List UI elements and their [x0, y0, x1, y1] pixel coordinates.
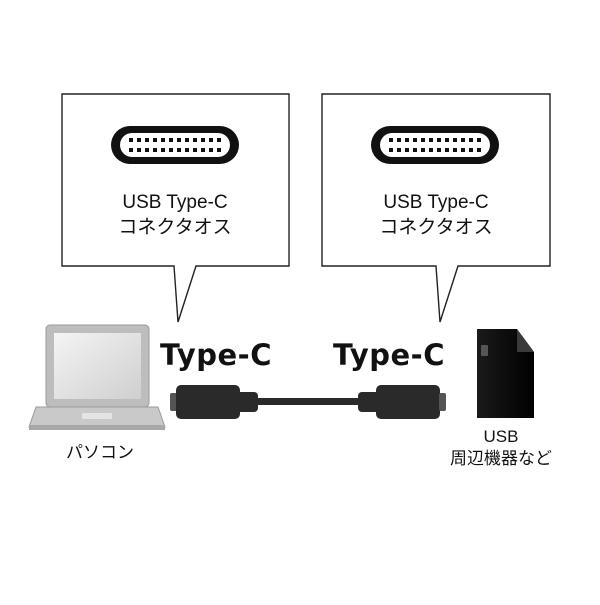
connector-pin	[153, 138, 157, 142]
connector-pin	[429, 138, 433, 142]
peripheral-line1: USB	[483, 427, 519, 446]
peripheral-label: USB 周辺機器など	[432, 426, 570, 470]
callout-line1: USB Type-C	[383, 192, 489, 213]
connector-pin	[429, 148, 433, 152]
connector-pin	[477, 138, 481, 142]
connector-pin	[421, 138, 425, 142]
connector-pin	[445, 138, 449, 142]
connector-pin	[129, 138, 133, 142]
connector-pin	[177, 138, 181, 142]
connector-pin	[209, 138, 213, 142]
connector-pin	[453, 148, 457, 152]
laptop-label: パソコン	[66, 443, 134, 462]
laptop-icon	[28, 324, 166, 430]
connector-pin	[169, 148, 173, 152]
connector-pin	[185, 138, 189, 142]
connector-pin	[405, 148, 409, 152]
connector-pin	[389, 148, 393, 152]
connector-pin	[145, 148, 149, 152]
connector-pin	[477, 148, 481, 152]
connector-pin	[397, 148, 401, 152]
connector-pin	[201, 148, 205, 152]
connector-pin	[405, 138, 409, 142]
connector-pin	[397, 138, 401, 142]
callout-text-left: USB Type-C コネクタオス	[61, 190, 289, 240]
usb-c-cable	[170, 385, 446, 419]
connector-pin	[217, 138, 221, 142]
connector-pin	[389, 138, 393, 142]
connector-pin	[461, 138, 465, 142]
connector-pin	[413, 148, 417, 152]
connector-pin	[209, 148, 213, 152]
connector-pin	[421, 148, 425, 152]
connector-pin	[461, 148, 465, 152]
callout-line1: USB Type-C	[122, 192, 228, 213]
callout-line2: コネクタオス	[379, 217, 493, 238]
usb-c-connector-icon	[371, 126, 499, 164]
connector-pin	[469, 148, 473, 152]
connector-pin	[193, 138, 197, 142]
connector-pin	[469, 138, 473, 142]
cable-right-label: Type-C	[333, 338, 445, 372]
connector-pin	[437, 138, 441, 142]
usb-c-connector-icon	[111, 126, 239, 164]
connector-pin	[185, 148, 189, 152]
callout-text-right: USB Type-C コネクタオス	[322, 190, 550, 240]
connector-pin	[137, 138, 141, 142]
connector-pin	[201, 138, 205, 142]
cable-left-label: Type-C	[160, 338, 272, 372]
connector-pin	[177, 148, 181, 152]
connector-pin	[193, 148, 197, 152]
callout-line2: コネクタオス	[118, 217, 232, 238]
connector-pin	[169, 138, 173, 142]
connector-pin	[161, 138, 165, 142]
connector-pin	[217, 148, 221, 152]
connector-pin	[161, 148, 165, 152]
peripheral-line2: 周辺機器など	[450, 449, 552, 468]
connector-pin	[437, 148, 441, 152]
connector-pin	[129, 148, 133, 152]
peripheral-device-icon	[477, 329, 534, 418]
connector-pin	[453, 138, 457, 142]
connector-pin	[413, 138, 417, 142]
connector-pin	[445, 148, 449, 152]
connector-pin	[153, 148, 157, 152]
connector-pin	[145, 138, 149, 142]
connector-pin	[137, 148, 141, 152]
